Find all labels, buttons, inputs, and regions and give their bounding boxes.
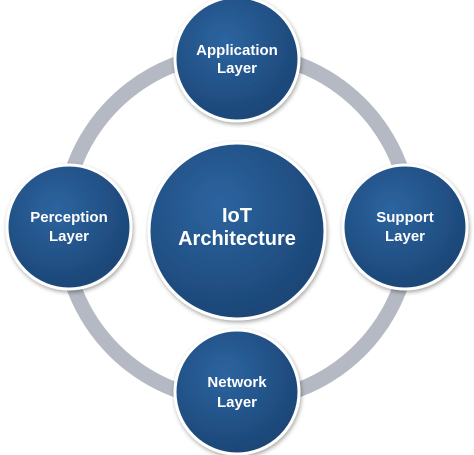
center-node: IoT Architecture — [147, 141, 327, 321]
node-support-line1: Support — [376, 209, 434, 226]
node-application-layer: Application Layer — [173, 0, 301, 123]
node-support-layer: Support Layer — [341, 163, 469, 291]
center-label-line1: IoT — [222, 205, 252, 227]
center-label-line2: Architecture — [178, 228, 296, 250]
node-perception-line2: Layer — [49, 228, 89, 245]
node-perception-layer: Perception Layer — [5, 163, 133, 291]
node-network-line1: Network — [207, 374, 267, 391]
node-application-line1: Application — [196, 42, 278, 59]
node-application-line2: Layer — [217, 60, 257, 77]
node-perception-line1: Perception — [30, 209, 108, 226]
node-network-line2: Layer — [217, 394, 257, 411]
node-support-circle — [341, 163, 469, 291]
node-network-layer: Network Layer — [173, 328, 301, 455]
node-perception-circle — [5, 163, 133, 291]
node-network-circle — [173, 328, 301, 455]
node-application-circle — [173, 0, 301, 123]
center-node-circle — [147, 141, 327, 321]
node-support-line2: Layer — [385, 228, 425, 245]
